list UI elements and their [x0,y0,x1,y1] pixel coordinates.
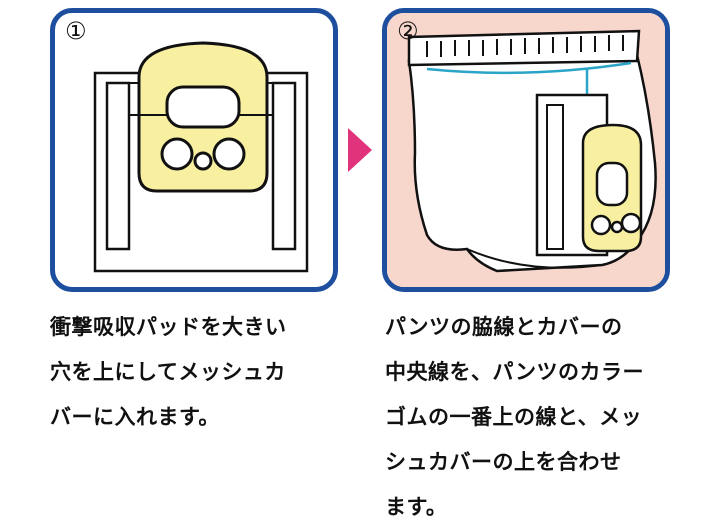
mesh-cover-with-pad-illustration [93,41,309,273]
pants-with-cover-illustration [387,13,665,287]
caption-line: パンツの脇線とカバーの [385,315,623,339]
caption-line: 穴を上にしてメッシュカ [50,360,286,384]
right-triangle-arrow-icon [348,128,372,172]
caption-line: シュカバーの上を合わせ [385,450,622,474]
step-1-caption: 衝撃吸収パッドを大きい 穴を上にしてメッシュカ バーに入れます。 [50,305,340,440]
step-2-number: ② [397,17,419,45]
step-2-illustration-panel: ② [382,8,670,292]
caption-line: バーに入れます。 [50,405,220,429]
step-1-number: ① [65,17,87,45]
caption-line: 衝撃吸収パッドを大きい [50,315,287,339]
caption-line: ます。 [385,495,448,519]
step-2-caption: パンツの脇線とカバーの 中央線を、パンツのカラー ゴムの一番上の線と、メッ シュ… [385,305,685,530]
step-1-illustration-panel: ① [50,8,338,292]
caption-line: 中央線を、パンツのカラー [385,360,645,384]
caption-line: ゴムの一番上の線と、メッ [385,405,643,429]
